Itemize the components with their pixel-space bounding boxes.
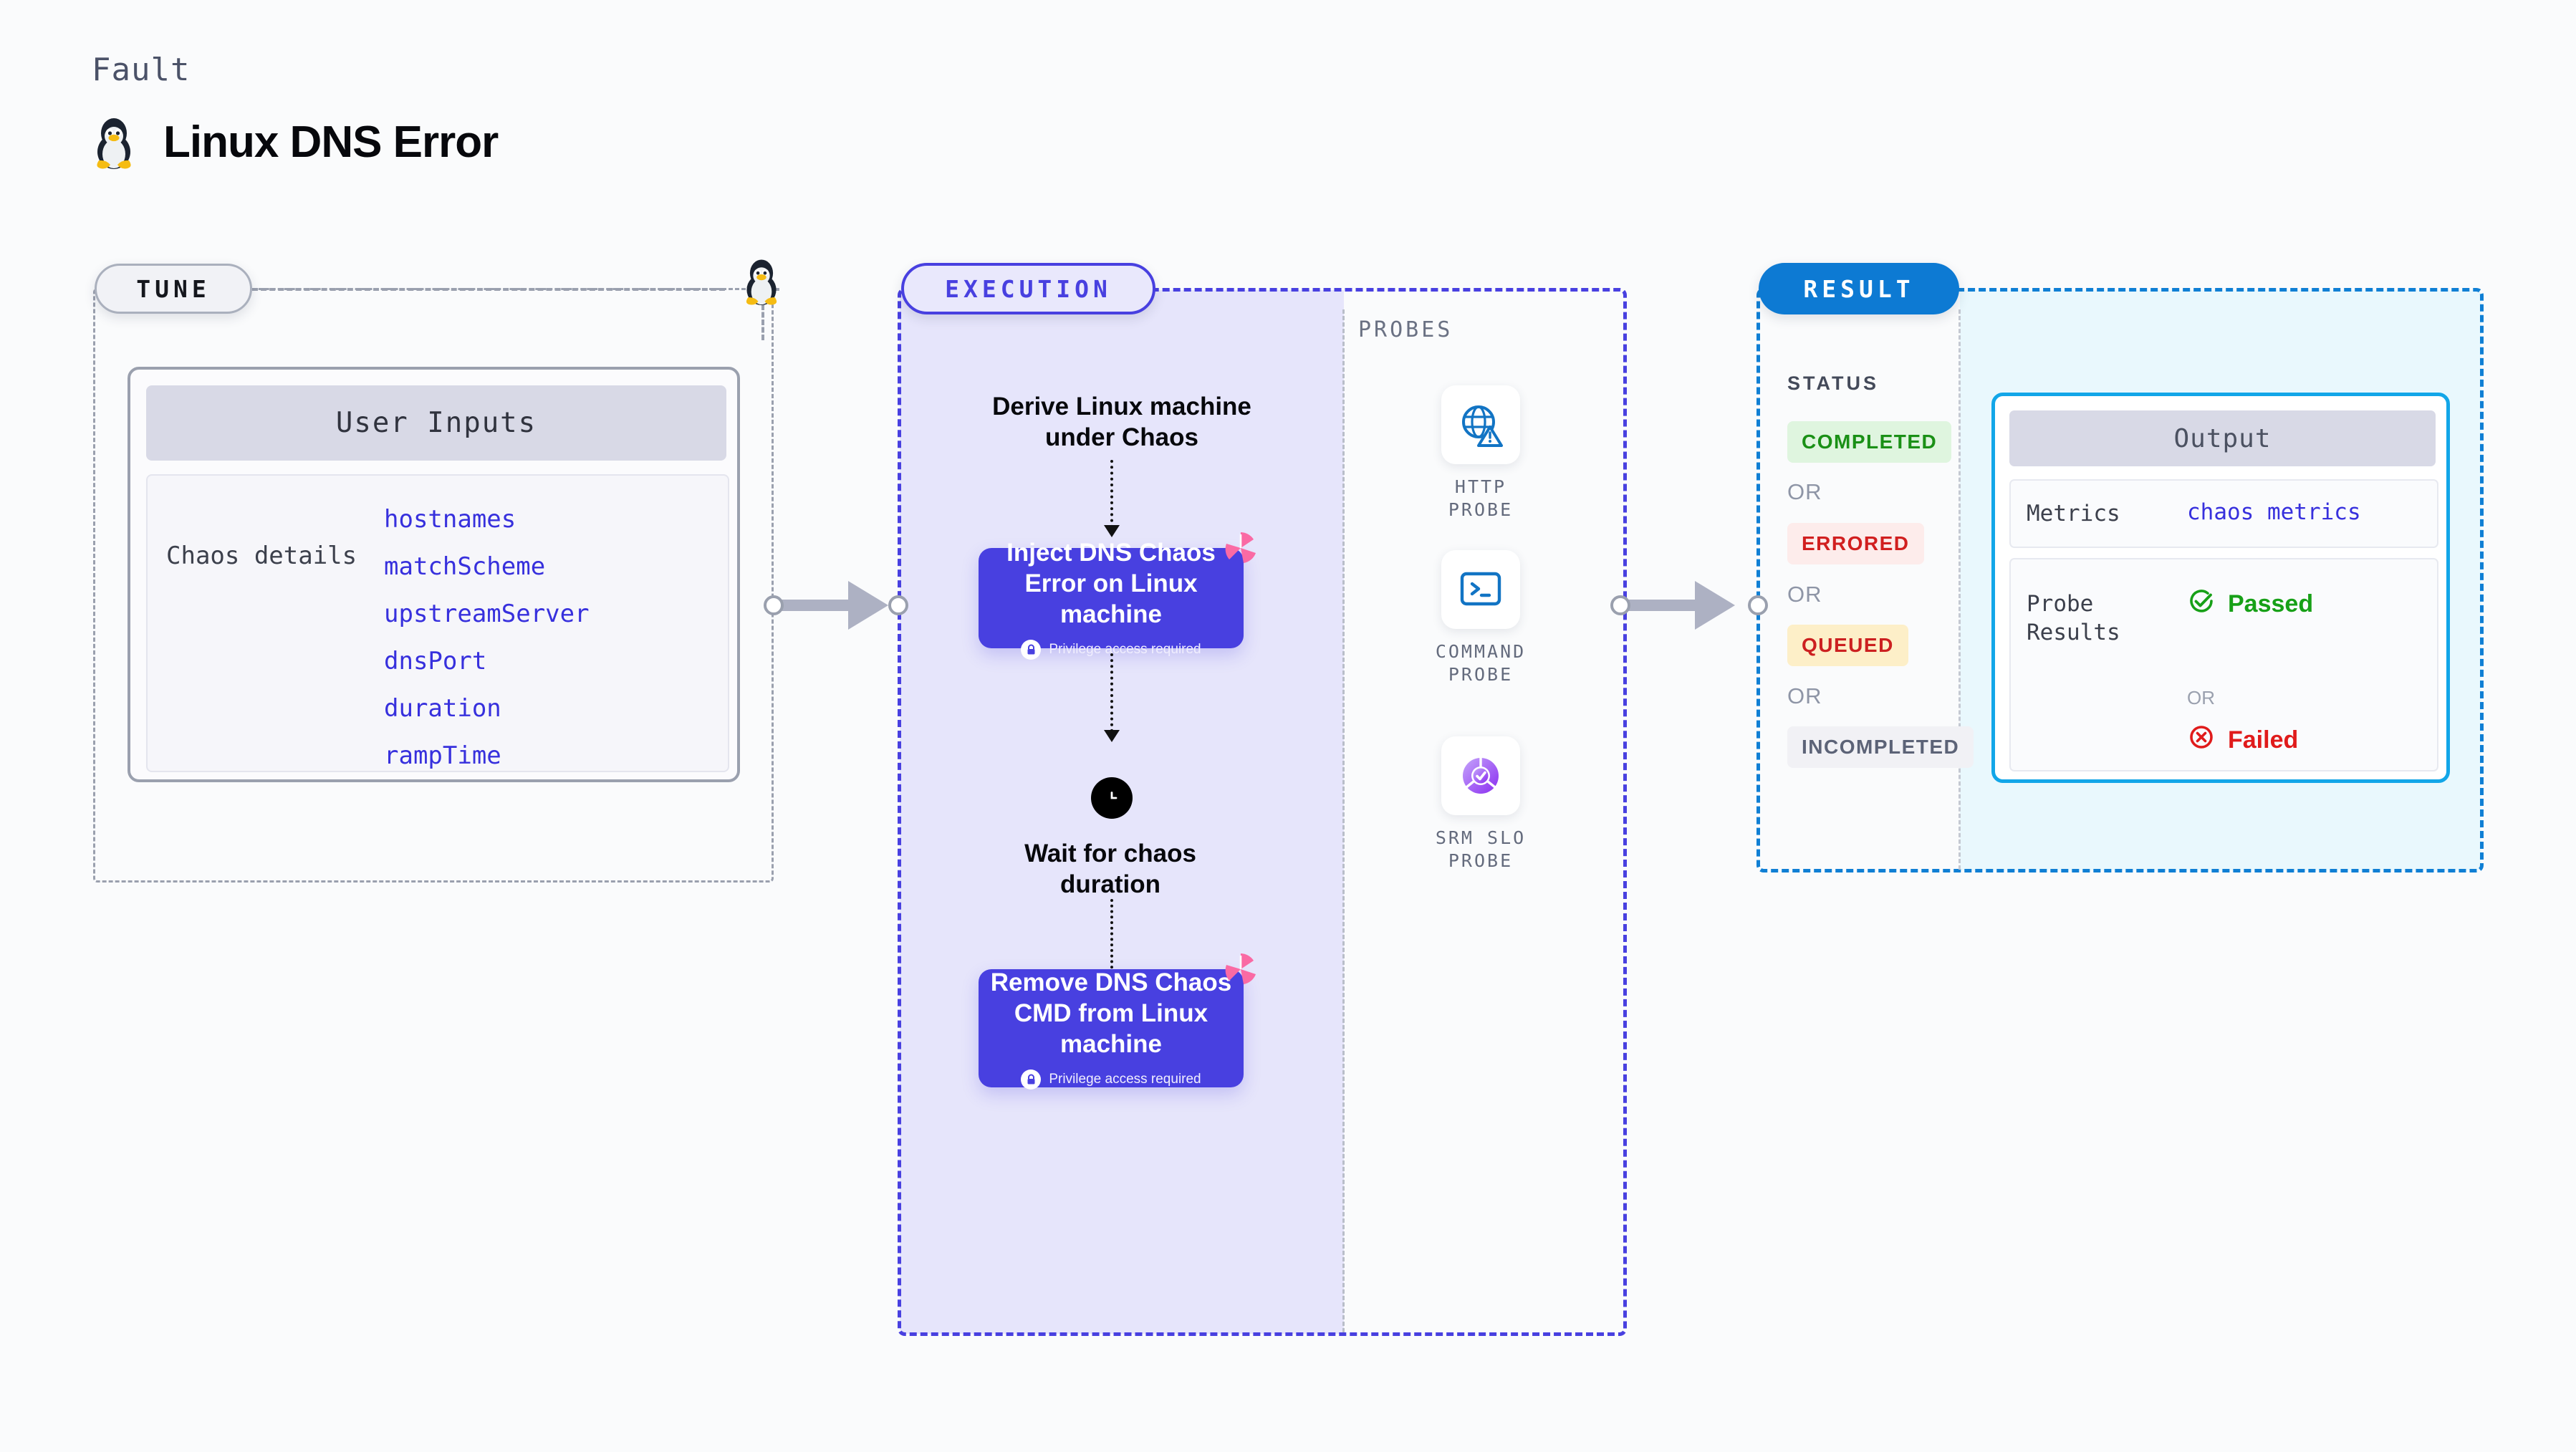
chaos-pinwheel-icon [1222,951,1259,991]
wait-step-text: Wait for chaos duration [1024,840,1196,898]
user-inputs-card: User Inputs Chaos details hostnames matc… [128,367,740,782]
status-badge: COMPLETED [1787,421,1952,463]
status-label: STATUS [1787,372,1879,394]
connector-bar-1 [781,600,856,611]
list-item[interactable]: matchScheme [384,552,546,581]
chaos-pinwheel-icon [1222,529,1259,570]
inject-chaos-box[interactable]: Inject DNS Chaos Error on Linux machine … [979,532,1256,660]
lock-icon [1021,1069,1042,1090]
check-circle-icon [2187,587,2216,622]
privilege-note: Privilege access required [1021,639,1201,660]
output-header: Output [2009,410,2436,466]
tune-pill[interactable]: TUNE [95,264,252,314]
flow-line-3 [1110,899,1113,974]
metrics-value[interactable]: chaos metrics [2187,499,2361,525]
flow-arrow-2 [1104,730,1120,742]
or-separator: OR [1787,582,1822,607]
or-separator: OR [1787,479,1822,504]
probe-label: SRM SLO PROBE [1435,827,1527,871]
probe-result-failed: Failed [2187,723,2298,758]
derive-step-text: Derive Linux machine under Chaos [992,393,1251,451]
remove-chaos-title: Remove DNS Chaos CMD from Linux machine [990,968,1232,1058]
tune-dashed-connector-down [761,304,764,340]
connector-dot-exec-in [888,595,908,615]
list-item[interactable]: upstreamServer [384,600,590,628]
result-inner-divider [1959,309,1961,870]
connector-dot-exec-out [1610,595,1630,615]
slo-donut-check-icon [1441,736,1520,815]
flow-line-1 [1110,460,1113,528]
linux-penguin-icon [92,115,136,169]
probe-label: COMMAND PROBE [1435,641,1527,685]
passed-label: Passed [2228,590,2314,617]
connector-dot-result-in [1748,595,1768,615]
probe-result-passed: Passed [2187,587,2313,622]
probes-divider [1342,309,1345,1332]
chaos-input-list: hostnames matchScheme upstreamServer dns… [384,496,699,779]
flow-arrow-1 [1104,525,1120,537]
connector-arrow-1 [848,581,888,630]
result-pill[interactable]: RESULT [1759,263,1959,314]
metrics-key: Metrics [2027,501,2120,527]
list-item[interactable]: duration [384,694,501,723]
privilege-note-text: Privilege access required [1049,641,1201,657]
status-badge: INCOMPLETED [1787,726,1974,768]
user-inputs-body: Chaos details hostnames matchScheme upst… [146,474,729,772]
lock-icon [1021,639,1042,660]
list-item[interactable]: hostnames [384,505,516,534]
page-title: Linux DNS Error [163,117,499,167]
probe-label: HTTP PROBE [1448,476,1514,520]
probe-results-key: Probe Results [2027,591,2120,645]
inject-chaos-title: Inject DNS Chaos Error on Linux machine [1006,538,1216,628]
probe-srm-slo[interactable]: SRM SLO PROBE [1427,736,1534,872]
flow-line-2 [1110,653,1113,732]
x-circle-icon [2187,723,2216,758]
chaos-details-label: Chaos details [166,542,357,570]
status-badge: ERRORED [1787,523,1924,564]
page-eyebrow: Fault [92,52,191,88]
list-item[interactable]: rampTime [384,741,501,770]
privilege-note: Privilege access required [1021,1069,1201,1090]
page-title-row: Linux DNS Error [92,115,499,169]
remove-chaos-box[interactable]: Remove DNS Chaos CMD from Linux machine … [979,953,1256,1090]
user-inputs-header: User Inputs [146,385,726,461]
connector-dot-tune-out [764,595,784,615]
execution-panel [898,288,1627,1336]
or-separator: OR [1787,683,1822,708]
metrics-row: Metrics chaos metrics [2009,479,2438,548]
result-panel [1756,288,2484,872]
or-separator: OR [2187,687,2215,708]
connector-arrow-2 [1695,581,1735,630]
probes-section-label: PROBES [1358,317,1453,342]
clock-icon [1091,777,1133,819]
terminal-icon [1441,550,1520,629]
linux-penguin-badge-icon [741,256,782,305]
tune-dashed-connector [252,288,725,291]
status-badge: QUEUED [1787,625,1908,666]
probe-http[interactable]: HTTP PROBE [1427,385,1534,521]
connector-bar-2 [1628,600,1703,611]
output-card: Output Metrics chaos metrics Probe Resul… [1991,393,2450,783]
failed-label: Failed [2228,726,2299,754]
list-item[interactable]: dnsPort [384,647,487,675]
probe-command[interactable]: COMMAND PROBE [1427,550,1534,686]
globe-warning-icon [1441,385,1520,464]
probe-results-row: Probe Results Passed OR Failed [2009,558,2438,771]
execution-pill[interactable]: EXECUTION [901,263,1155,314]
privilege-note-text: Privilege access required [1049,1072,1201,1087]
